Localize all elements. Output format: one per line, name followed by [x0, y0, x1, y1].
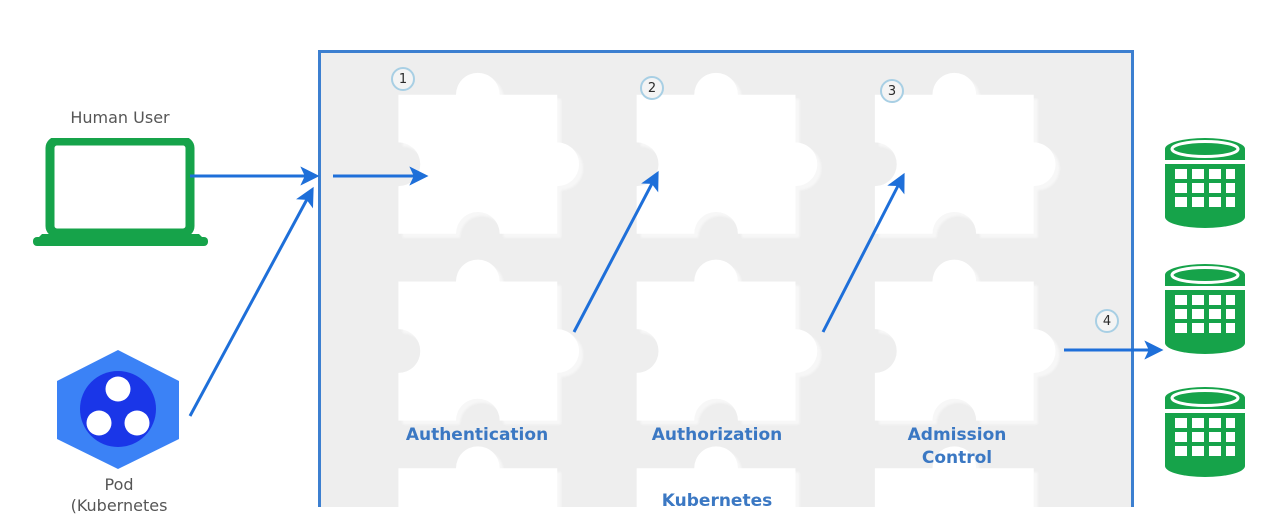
step-badge-4: 4: [1095, 309, 1119, 333]
human-user-label: Human User: [70, 108, 170, 127]
panel-footer-label: Kubernetes: [661, 491, 773, 511]
database-cylinder-icon-2: [1165, 264, 1245, 354]
step-badge-1: 1: [391, 67, 415, 91]
kubernetes-api-server-panel: [318, 50, 1134, 507]
database-cylinder-icon-3: [1165, 387, 1245, 477]
step-badge-2: 2: [640, 76, 664, 100]
laptop-icon: [33, 138, 208, 246]
pod-label: Pod (Kubernetes: [70, 475, 168, 515]
kubernetes-pod-icon: [57, 350, 179, 469]
step-badge-3: 3: [880, 79, 904, 103]
arrow-pod-to-api-server: [188, 186, 314, 417]
database-cylinder-icon-1: [1165, 138, 1245, 228]
stage-label-authentication: Authentication: [405, 425, 549, 445]
stage-label-authorization: Authorization: [651, 425, 783, 445]
stage-label-admission-control: Admission Control: [907, 425, 1007, 468]
